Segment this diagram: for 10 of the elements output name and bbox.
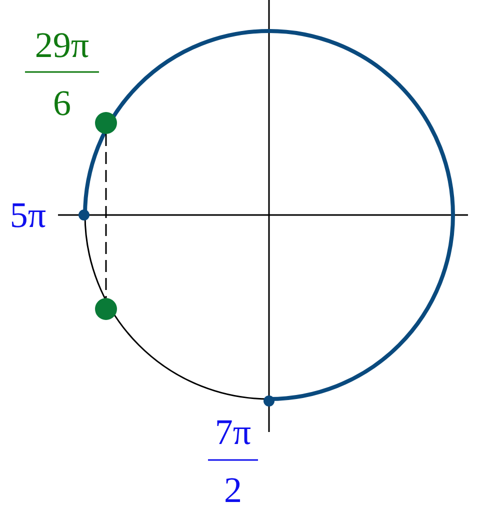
dashed-line [105, 134, 107, 298]
marked-point [95, 298, 117, 320]
fraction-numerator: 7π [214, 414, 252, 450]
fraction-numerator: 29π [34, 27, 90, 63]
fraction-denominator: 6 [53, 85, 71, 121]
marked-point [95, 112, 117, 134]
point [264, 396, 274, 406]
point [78, 210, 90, 220]
fraction-denominator: 2 [224, 472, 242, 508]
angle-label: 5π [10, 197, 46, 233]
